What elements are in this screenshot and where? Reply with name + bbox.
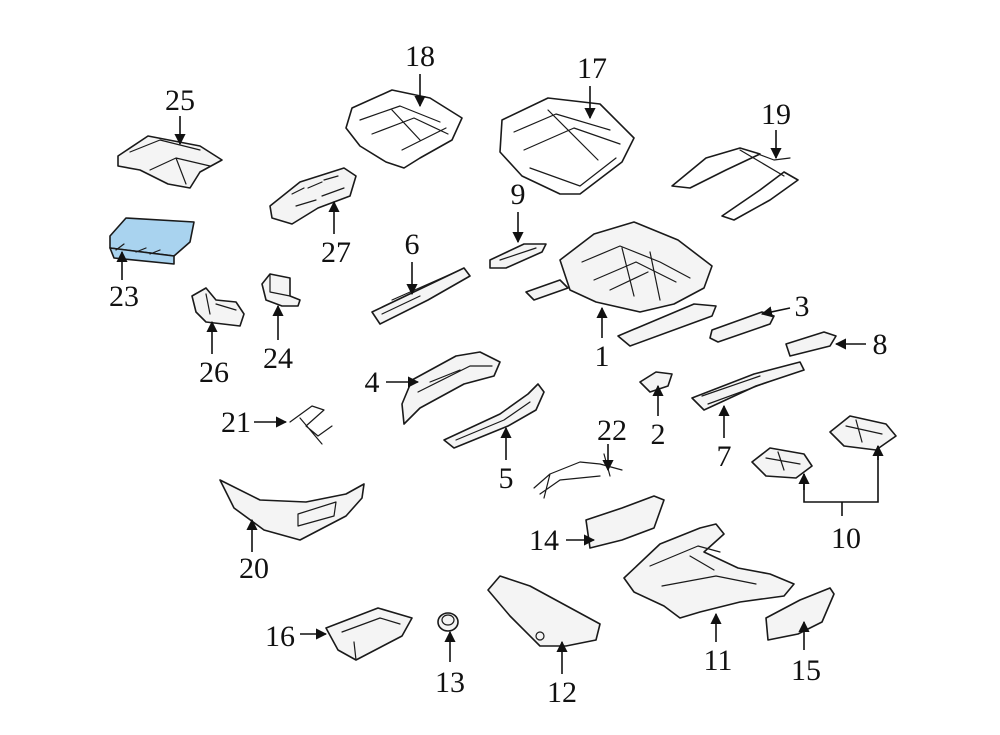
callout-10: 10 bbox=[831, 522, 861, 555]
part-15-trim[interactable] bbox=[765, 587, 835, 641]
callout-21: 21 bbox=[221, 406, 251, 439]
callout-5: 5 bbox=[499, 462, 514, 495]
part-13-knob[interactable] bbox=[437, 612, 459, 632]
part-18-cushion-pad[interactable] bbox=[345, 89, 463, 169]
part-25-bracket[interactable] bbox=[117, 135, 223, 189]
callout-6: 6 bbox=[405, 228, 420, 261]
callout-27: 27 bbox=[321, 236, 351, 269]
callout-23: 23 bbox=[109, 280, 139, 313]
part-27-seat-switch[interactable] bbox=[269, 167, 357, 225]
callout-13: 13 bbox=[435, 666, 465, 699]
callout-11: 11 bbox=[704, 644, 733, 677]
part-6-track-cover[interactable] bbox=[371, 267, 471, 325]
part-7-seat-track[interactable] bbox=[691, 361, 805, 411]
part-19-trim-panel[interactable] bbox=[671, 147, 799, 221]
callout-20: 20 bbox=[239, 552, 269, 585]
callout-26: 26 bbox=[199, 356, 229, 389]
part-12-back-panel[interactable] bbox=[487, 575, 601, 647]
part-4-side-shield[interactable] bbox=[401, 351, 501, 425]
part-14-trim-strip[interactable] bbox=[585, 495, 665, 549]
callout-16: 16 bbox=[265, 620, 295, 653]
part-2-clip[interactable] bbox=[639, 371, 673, 393]
callout-4: 4 bbox=[365, 366, 380, 399]
part-21-wire-clip[interactable] bbox=[289, 405, 333, 445]
callout-14: 14 bbox=[529, 524, 559, 557]
callout-12: 12 bbox=[547, 676, 577, 709]
part-1-seat-frame[interactable] bbox=[525, 221, 717, 347]
callout-24: 24 bbox=[263, 342, 293, 375]
callout-18: 18 bbox=[405, 40, 435, 73]
part-8-pad[interactable] bbox=[785, 331, 837, 357]
part-20-side-panel[interactable] bbox=[219, 479, 365, 541]
callout-2: 2 bbox=[651, 418, 666, 451]
callout-22: 22 bbox=[597, 414, 627, 447]
callout-labels: 1 2 3 4 5 6 7 8 9 10 11 12 13 14 15 16 1… bbox=[109, 40, 888, 709]
part-24-sensor[interactable] bbox=[261, 273, 301, 307]
callout-9: 9 bbox=[511, 178, 526, 211]
part-23-control-module[interactable] bbox=[109, 217, 195, 265]
part-22-wire[interactable] bbox=[533, 453, 623, 499]
callout-19: 19 bbox=[761, 98, 791, 131]
part-9-clip[interactable] bbox=[489, 243, 547, 269]
part-17-cushion-cover[interactable] bbox=[499, 97, 635, 195]
part-16-tray[interactable] bbox=[325, 607, 413, 661]
callout-7: 7 bbox=[717, 440, 732, 473]
part-11-seat-riser[interactable] bbox=[623, 523, 795, 619]
part-26-bracket[interactable] bbox=[191, 287, 245, 327]
callout-17: 17 bbox=[577, 52, 607, 85]
callout-15: 15 bbox=[791, 654, 821, 687]
leader-lines bbox=[116, 74, 884, 674]
callout-25: 25 bbox=[165, 84, 195, 117]
part-5-rail-cover[interactable] bbox=[443, 383, 545, 449]
callout-8: 8 bbox=[873, 328, 888, 361]
part-10-bracket-pair[interactable] bbox=[751, 415, 897, 479]
callout-1: 1 bbox=[595, 340, 610, 373]
callout-3: 3 bbox=[795, 290, 810, 323]
part-3-pad[interactable] bbox=[709, 311, 775, 343]
